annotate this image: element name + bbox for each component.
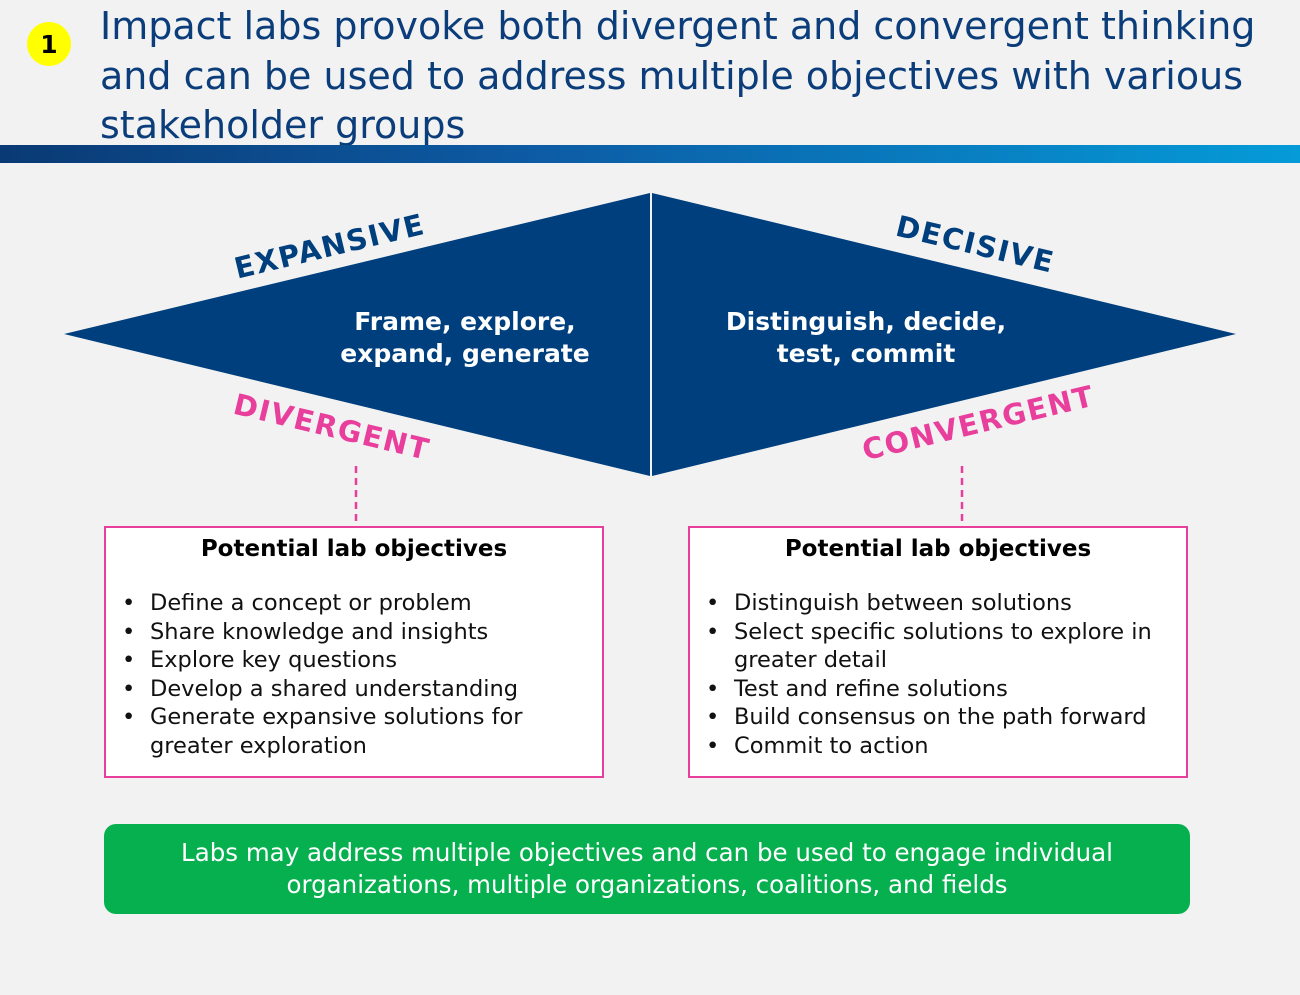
list-item: Define a concept or problem (122, 589, 602, 618)
page-title: Impact labs provoke both divergent and c… (100, 4, 1256, 147)
convergent-actions-line1: Distinguish, decide, (726, 307, 1006, 336)
list-item: Explore key questions (122, 646, 602, 675)
list-item: Develop a shared understanding (122, 675, 602, 704)
title-underline-bar (0, 145, 1300, 163)
objectives-list: Define a concept or problem Share knowle… (106, 589, 602, 761)
list-item: Build consensus on the path forward (706, 703, 1186, 732)
objectives-heading: Potential lab objectives (200, 536, 508, 562)
summary-banner: Labs may address multiple objectives and… (104, 824, 1190, 914)
summary-text: Labs may address multiple objectives and… (181, 838, 1113, 899)
list-item: Commit to action (706, 732, 1186, 761)
divergent-objectives-box: Potential lab objectives Define a concep… (104, 526, 604, 778)
list-item: Test and refine solutions (706, 675, 1186, 704)
convergent-triangle (652, 193, 1236, 476)
objectives-list: Distinguish between solutions Select spe… (690, 589, 1186, 761)
step-number-badge: 1 (27, 22, 71, 66)
list-item: Distinguish between solutions (706, 589, 1186, 618)
convergent-actions-line2: test, commit (777, 339, 956, 368)
objectives-heading: Potential lab objectives (784, 536, 1092, 562)
convergent-objectives-box: Potential lab objectives Distinguish bet… (688, 526, 1188, 778)
divergent-actions-line2: expand, generate (340, 339, 589, 368)
divergent-triangle (64, 193, 650, 476)
divergent-actions-line1: Frame, explore, (354, 307, 575, 336)
list-item: Select specific solutions to explore in … (706, 618, 1186, 675)
list-item: Generate expansive solutions for greater… (122, 703, 602, 760)
list-item: Share knowledge and insights (122, 618, 602, 647)
